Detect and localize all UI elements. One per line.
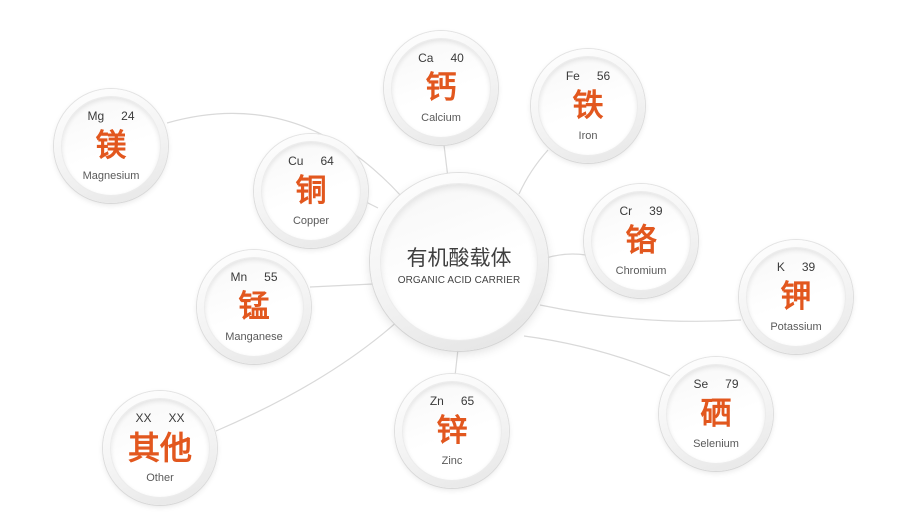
element-node-selenium: Se 79 硒 Selenium xyxy=(659,357,773,471)
element-symbol: Cu xyxy=(288,154,304,168)
element-number: 24 xyxy=(121,109,135,123)
element-symbol: XX xyxy=(135,411,152,425)
element-header: Cu 64 xyxy=(254,154,368,168)
element-chinese-name: 硒 xyxy=(700,396,732,432)
element-header: Zn 65 xyxy=(395,394,509,408)
connector-line-chromium xyxy=(545,253,587,259)
element-header: Cr 39 xyxy=(584,204,698,218)
element-chinese-name: 钾 xyxy=(780,279,812,315)
element-chinese-name: 锰 xyxy=(238,289,270,325)
element-chinese-name: 钙 xyxy=(425,70,457,106)
element-number: XX xyxy=(168,411,185,425)
element-node-zinc: Zn 65 锌 Zinc xyxy=(395,374,509,488)
element-chinese-name: 其他 xyxy=(127,429,192,467)
center-node-organic-acid-carrier: 有机酸载体 ORGANIC ACID CARRIER xyxy=(370,173,548,351)
element-english-name: Calcium xyxy=(421,112,461,124)
element-header: K 39 xyxy=(739,260,853,274)
element-node-copper: Cu 64 铜 Copper xyxy=(254,134,368,248)
element-english-name: Other xyxy=(146,472,174,484)
center-title: 有机酸载体 xyxy=(406,246,512,270)
element-symbol: Ca xyxy=(418,51,434,65)
element-english-name: Magnesium xyxy=(82,170,140,182)
element-number: 55 xyxy=(264,270,278,284)
element-symbol: Se xyxy=(693,377,709,391)
element-english-name: Chromium xyxy=(615,265,667,277)
connector-line-calcium xyxy=(443,144,449,179)
element-symbol: Cr xyxy=(619,204,633,218)
element-symbol: Fe xyxy=(565,69,580,83)
element-node-manganese: Mn 55 锰 Manganese xyxy=(197,250,311,364)
element-node-other: XX XX 其他 Other xyxy=(103,391,217,505)
element-symbol: Mg xyxy=(87,109,105,123)
connector-line-iron xyxy=(518,149,549,195)
element-number: 39 xyxy=(649,204,663,218)
element-header: XX XX xyxy=(103,411,217,425)
element-number: 56 xyxy=(596,69,611,83)
element-chinese-name: 铜 xyxy=(295,173,327,209)
element-chinese-name: 锌 xyxy=(436,413,468,449)
element-chinese-name: 铁 xyxy=(572,88,604,124)
connector-line-selenium xyxy=(523,335,671,377)
element-header: Se 79 xyxy=(659,377,773,391)
element-header: Fe 56 xyxy=(531,69,645,83)
element-node-chromium: Cr 39 铬 Chromium xyxy=(584,184,698,298)
element-header: Ca 40 xyxy=(384,51,498,65)
element-node-magnesium: Mg 24 镁 Magnesium xyxy=(54,89,168,203)
element-symbol: Mn xyxy=(230,270,248,284)
element-header: Mn 55 xyxy=(197,270,311,284)
element-chinese-name: 铬 xyxy=(625,223,657,259)
element-english-name: Iron xyxy=(578,130,598,142)
element-english-name: Zinc xyxy=(441,455,463,467)
element-number: 39 xyxy=(801,260,816,274)
connector-line-magnesium xyxy=(166,112,403,198)
element-english-name: Copper xyxy=(292,215,330,227)
element-number: 64 xyxy=(320,154,334,168)
element-english-name: Manganese xyxy=(225,331,283,343)
element-node-iron: Fe 56 铁 Iron xyxy=(531,49,645,163)
center-subtitle: ORGANIC ACID CARRIER xyxy=(397,275,521,286)
element-english-name: Selenium xyxy=(693,438,739,450)
element-number: 65 xyxy=(460,394,475,408)
element-symbol: K xyxy=(776,260,785,274)
element-symbol: Zn xyxy=(429,394,444,408)
element-english-name: Potassium xyxy=(770,321,822,333)
connector-line-zinc xyxy=(454,348,459,377)
connector-line-other xyxy=(215,319,400,432)
connector-line-manganese xyxy=(309,283,374,288)
element-number: 40 xyxy=(450,51,464,65)
element-node-calcium: Ca 40 钙 Calcium xyxy=(384,31,498,145)
element-number: 79 xyxy=(725,377,739,391)
element-chinese-name: 镁 xyxy=(95,128,127,164)
connector-line-potassium xyxy=(539,304,742,322)
element-node-potassium: K 39 钾 Potassium xyxy=(739,240,853,354)
element-header: Mg 24 xyxy=(54,109,168,123)
